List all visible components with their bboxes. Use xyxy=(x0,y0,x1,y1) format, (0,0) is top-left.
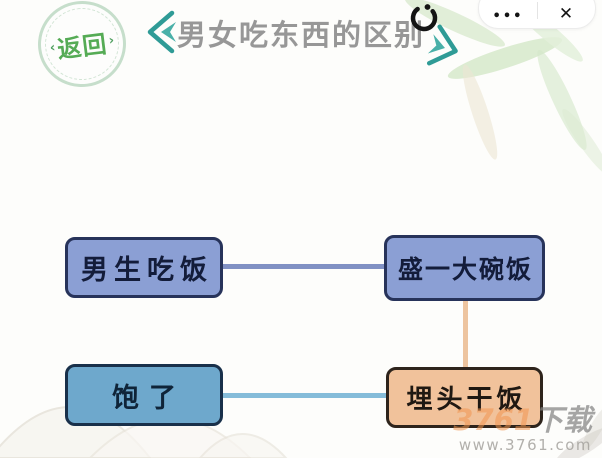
watermark: 3761下载 www.3761.com xyxy=(453,402,592,454)
card-full-label: 饱了 xyxy=(112,382,186,414)
watermark-url: www.3761.com xyxy=(458,435,592,454)
back-button[interactable]: ‹ 返回 › xyxy=(33,0,131,93)
card-full[interactable]: 饱了 xyxy=(65,364,223,426)
watermark-brand-number: 3761 xyxy=(453,402,534,437)
window-capsule: ••• ✕ xyxy=(478,0,596,29)
title-chevron-left-icon xyxy=(147,10,176,54)
capsule-divider xyxy=(537,2,538,19)
back-arrow-left-icon: ‹ xyxy=(48,39,57,56)
connection-line-full-devour xyxy=(220,393,389,398)
close-icon: ✕ xyxy=(558,4,574,24)
card-devour-rice[interactable]: 埋头干饭 xyxy=(386,367,543,428)
page-title: 男女吃东西的区别 xyxy=(176,18,425,52)
close-button[interactable]: ✕ xyxy=(537,0,595,28)
pacman-icon[interactable] xyxy=(409,0,441,34)
card-big-bowl-of-rice[interactable]: 盛一大碗饭 xyxy=(384,235,545,301)
more-dots-icon: ••• xyxy=(492,9,524,24)
connection-line-bowl-devour xyxy=(463,298,468,371)
card-devour-rice-label: 埋头干饭 xyxy=(406,385,527,415)
back-arrow-right-icon: › xyxy=(107,32,116,49)
card-big-bowl-of-rice-label: 盛一大碗饭 xyxy=(397,255,533,284)
card-men-eating-label: 男生吃饭 xyxy=(81,255,213,286)
connection-line-men-bowl xyxy=(220,264,387,269)
watermark-brand-suffix: 下载 xyxy=(533,402,592,437)
back-button-label: 返回 xyxy=(55,29,109,64)
more-menu-button[interactable]: ••• xyxy=(479,0,537,28)
card-men-eating[interactable]: 男生吃饭 xyxy=(65,237,223,298)
